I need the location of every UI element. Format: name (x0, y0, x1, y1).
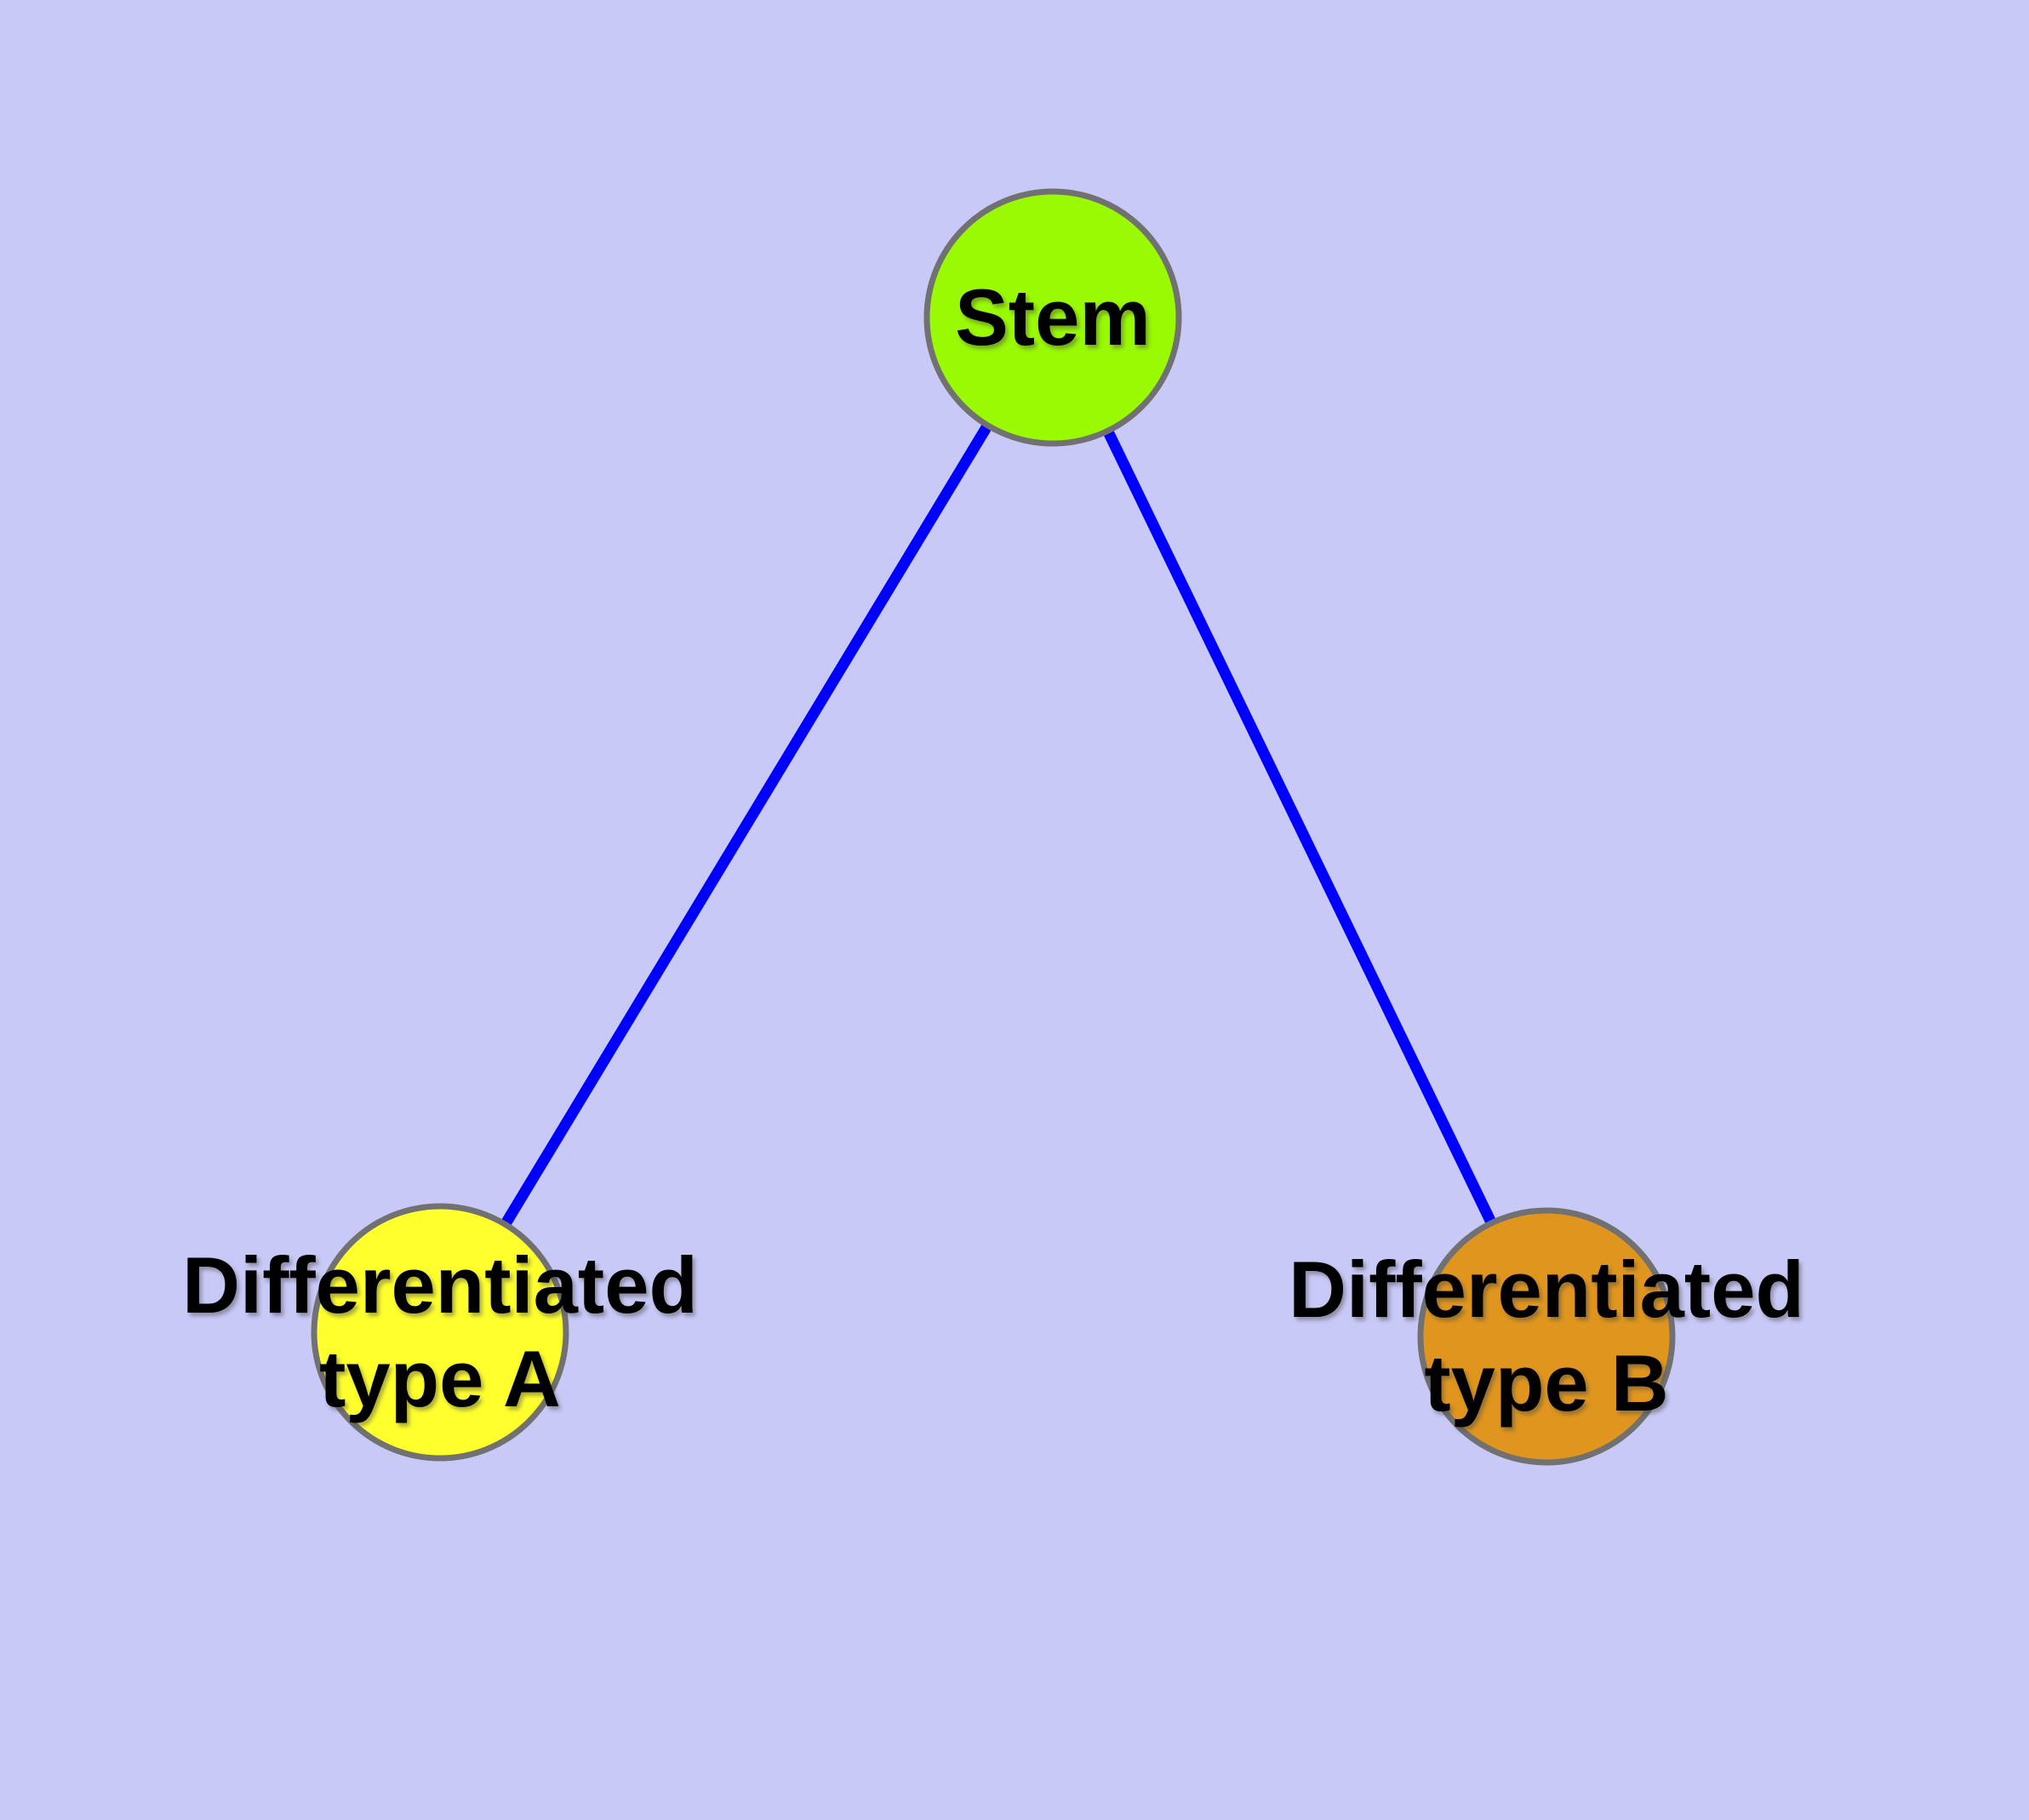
node-type-b-circle (1417, 1207, 1676, 1466)
node-type-a-circle (311, 1203, 569, 1462)
node-type-a-label-line1: Differentiated (182, 1240, 698, 1330)
node-type-b-label-line2: type B (1424, 1338, 1669, 1428)
node-stem-label-text: Stem (955, 272, 1151, 362)
node-stem-circle (923, 188, 1182, 447)
node-type-b-label-line1: Differentiated (1289, 1245, 1804, 1334)
node-type-b-label: Differentiated type B (1163, 1243, 1929, 1430)
node-type-a-label-line2: type A (319, 1334, 561, 1423)
node-type-a-label: Differentiated type A (57, 1239, 823, 1426)
edge-stem-to-type-b (1048, 315, 1552, 1339)
node-stem-label: Stem (797, 271, 1308, 364)
edge-stem-to-type-a (435, 314, 1058, 1336)
